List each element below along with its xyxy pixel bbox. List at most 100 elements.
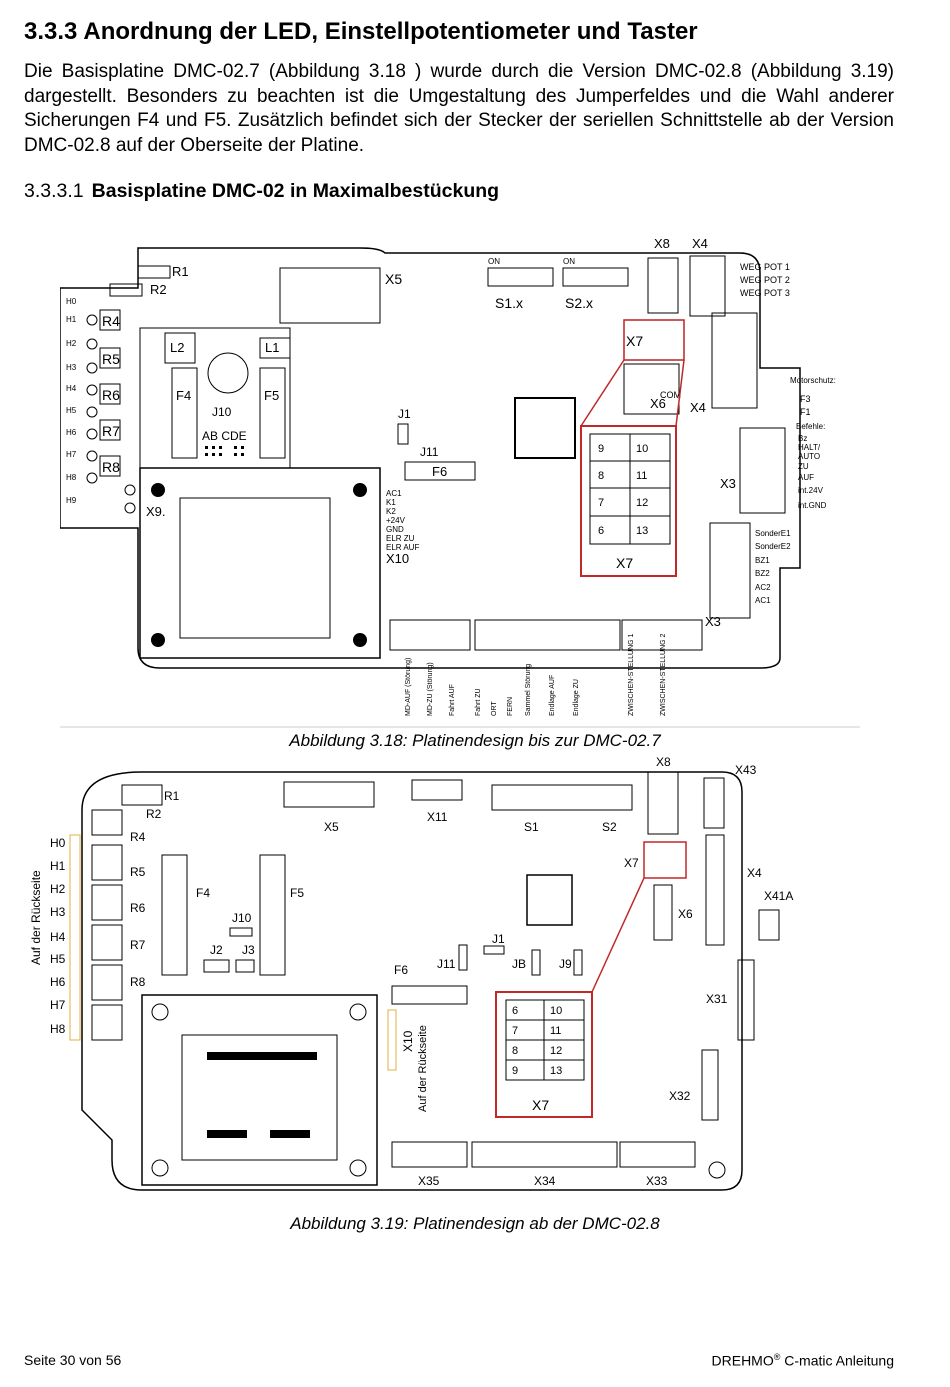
fig1-f5-label: F5 (264, 388, 279, 403)
fig1-bottom-1: MD-AUF (Störung) (405, 658, 412, 716)
fig1-x7-r2c1: 8 (598, 470, 604, 482)
fig2-r6-label: R6 (130, 901, 146, 915)
fig1-x8-label: X8 (654, 236, 670, 251)
fig2-x7-small-label: X7 (624, 856, 639, 870)
subsection-title: Basisplatine DMC-02 in Maximalbestückung (91, 180, 500, 202)
fig2-r2-label: R2 (146, 807, 162, 821)
board-diagram-dmc-02-7: R1 R2 H0 H1 H2 H3 H4 H5 H6 H7 H8 H9 R4 R… (60, 236, 860, 728)
fig1-s2-label: S2.x (565, 295, 593, 311)
fig2-h5-label: H5 (50, 952, 66, 966)
fig2-x7-r4c1: 9 (512, 1065, 518, 1077)
fig2-x8-label: X8 (656, 755, 671, 769)
fig1-cmd-1: Bz (798, 434, 807, 443)
fig2-j10-label: J10 (232, 911, 252, 925)
fig2-h1-label: H1 (50, 859, 66, 873)
fig2-j2-label: J2 (210, 943, 223, 957)
fig1-bottom-8: Endlage AUF (549, 675, 556, 716)
fig1-r8-label: R8 (102, 459, 120, 475)
fig1-f3-label: F3 (800, 394, 811, 404)
fig2-x4-label: X4 (747, 866, 762, 880)
fig1-x9-label: X9. (146, 504, 166, 519)
fig1-h3-label: H3 (66, 363, 77, 372)
fig1-cmd-7: int.GND (798, 501, 827, 510)
fig1-h0-label: H0 (66, 297, 77, 306)
fig1-sonder-1: SonderE1 (755, 529, 791, 538)
fig1-x10-item-6: ELR ZU (386, 534, 415, 543)
fig2-h8-label: H8 (50, 1022, 66, 1036)
fig1-bottom-10: ZWISCHEN-STELLUNG 1 (628, 633, 635, 716)
fig1-x10-label: X10 (386, 551, 409, 566)
fig2-x32-label: X32 (669, 1089, 691, 1103)
fig1-bottom-6: FERN (507, 697, 514, 716)
figure2-caption: Abbildung 3.19: Platinendesign ab der DM… (290, 1214, 660, 1233)
fig1-h1-label: H1 (66, 315, 77, 324)
fig1-x7-r4c2: 13 (636, 525, 648, 537)
fig1-sonder-3: BZ1 (755, 556, 770, 565)
fig1-r4-label: R4 (102, 313, 120, 329)
footer-registered-mark: ® (773, 1352, 781, 1362)
fig1-befehle-label: Befehle: (796, 422, 825, 431)
fig1-s1-on: ON (488, 257, 500, 266)
fig1-x4-label: X4 (690, 400, 706, 415)
fig1-x7-r2c2: 11 (636, 470, 647, 482)
fig1-f6-label: F6 (432, 464, 447, 479)
fig2-r8-label: R8 (130, 975, 146, 989)
fig1-h4-label: H4 (66, 384, 77, 393)
fig1-x7-small-label: X7 (626, 333, 643, 349)
fig2-x35-label: X35 (418, 1174, 440, 1188)
fig2-x31-label: X31 (706, 992, 728, 1006)
fig1-x7-r3c2: 12 (636, 497, 648, 509)
figure1-caption: Abbildung 3.18: Platinendesign bis zur D… (289, 731, 661, 750)
fig1-f4-label: F4 (176, 388, 191, 403)
fig1-led-column: H0 H1 H2 H3 H4 H5 H6 H7 H8 H9 R4 R5 R6 R… (66, 297, 121, 505)
fig2-x7-r2c1: 7 (512, 1025, 518, 1037)
fig2-f5-label: F5 (290, 886, 304, 900)
fig1-j10-label: J10 (212, 405, 232, 419)
fig1-sonder-5: AC2 (755, 583, 771, 592)
fig1-f1-label: F1 (800, 407, 811, 417)
footer-product-name: C-matic Anleitung (780, 1352, 894, 1369)
fig1-h9-label: H9 (66, 496, 77, 505)
fig1-h5-label: H5 (66, 406, 77, 415)
fig1-bottom-9: Endlage ZU (573, 679, 580, 716)
fig2-j3-label: J3 (242, 943, 255, 957)
fig1-weg-pot3: WEG POT 3 (740, 288, 790, 298)
fig1-x5-label: X5 (385, 271, 402, 287)
fig1-cmd-3: AUTO (798, 452, 820, 461)
fig1-x7-r1c1: 9 (598, 443, 604, 455)
fig2-j9-label: J9 (559, 957, 572, 971)
fig1-x7-r3c1: 7 (598, 497, 604, 509)
intro-paragraph: Die Basisplatine DMC-02.7 (Abbildung 3.1… (24, 61, 894, 156)
fig1-motorschutz-label: Motorschutz: (790, 376, 836, 385)
fig2-x7-r1c2: 10 (550, 1005, 562, 1017)
fig1-cmd-5: AUF (798, 473, 814, 482)
fig1-x10-item-1: AC1 (386, 489, 402, 498)
fig1-x6-label: X6 (650, 396, 666, 411)
fig1-h7-label: H7 (66, 450, 77, 459)
fig1-x10-item-2: K1 (386, 498, 396, 507)
fig1-s2-on: ON (563, 257, 575, 266)
fig1-r5-label: R5 (102, 351, 120, 367)
footer-page-number: Seite 30 von 56 (24, 1352, 122, 1368)
fig2-x41a-label: X41A (764, 889, 793, 903)
fig2-s2-label: S2 (602, 820, 617, 834)
fig2-x34-label: X34 (534, 1174, 556, 1188)
fig1-s1-label: S1.x (495, 295, 523, 311)
fig2-j1-label: J1 (492, 932, 505, 946)
fig2-x5-label: X5 (324, 820, 339, 834)
fig1-bottom-7: Sammel Störung (525, 664, 532, 716)
fig1-l1-label: L1 (265, 340, 279, 355)
fig2-x7-big-label: X7 (532, 1097, 549, 1113)
fig2-r7-label: R7 (130, 938, 146, 952)
fig1-x4-top-label: X4 (692, 236, 708, 251)
fig2-x7-r4c2: 13 (550, 1065, 562, 1077)
fig2-s1-label: S1 (524, 820, 539, 834)
fig1-h2-label: H2 (66, 339, 77, 348)
fig2-r4-label: R4 (130, 830, 146, 844)
fig1-r2-label: R2 (150, 282, 167, 297)
fig1-l2-label: L2 (170, 340, 184, 355)
fig2-r5-label: R5 (130, 865, 146, 879)
fig2-x10-label: X10 (401, 1030, 415, 1052)
fig2-jb-label: JB (512, 957, 526, 971)
fig2-f4-label: F4 (196, 886, 210, 900)
